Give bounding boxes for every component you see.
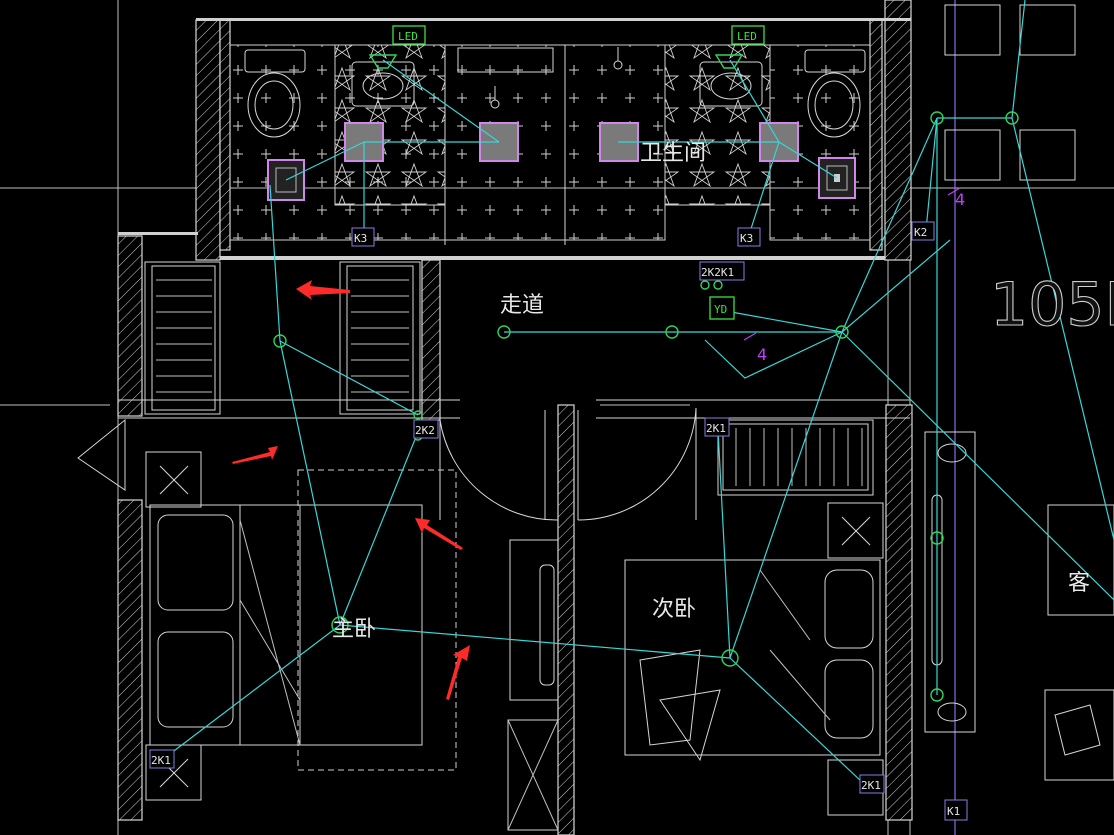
- toilet-right: [804, 49, 866, 138]
- tag-2k2k1-corridor: 2K2K1: [699, 261, 745, 281]
- led-label-right: LED: [731, 25, 765, 45]
- svg-text:2K1: 2K1: [151, 754, 171, 767]
- master-bed: [145, 451, 457, 801]
- lamps: [273, 54, 1019, 702]
- led-label-left: LED: [392, 25, 426, 45]
- annotation-arrows: [232, 280, 470, 700]
- wiring: [161, 0, 1114, 783]
- walls: [117, 0, 913, 835]
- unit-number: 105B: [990, 270, 1114, 340]
- svg-text:YD: YD: [714, 303, 727, 316]
- svg-text:K3: K3: [354, 232, 367, 245]
- wire-count-right: 4: [955, 190, 965, 209]
- arrow-icon: [232, 446, 278, 464]
- arrow-icon: [446, 645, 470, 700]
- svg-text:LED: LED: [398, 30, 418, 43]
- wardrobes: [144, 261, 874, 496]
- tag-k3-right: K3: [737, 227, 761, 247]
- room-label-second-bedroom: 次卧: [652, 597, 696, 622]
- tag-2k2-door: 2K2: [413, 419, 439, 439]
- tag-2k1-second-bed-bottom: 2K1: [859, 774, 885, 794]
- svg-text:K1: K1: [947, 805, 960, 818]
- yd-label: YD: [709, 296, 735, 320]
- wire-count-corridor: 4: [757, 345, 767, 364]
- tag-k1-bottom-right: K1: [944, 799, 968, 821]
- svg-text:K2: K2: [914, 226, 927, 239]
- arrow-icon: [415, 518, 463, 550]
- svg-text:2K2: 2K2: [415, 424, 435, 437]
- doors: [77, 399, 910, 521]
- second-bed: [624, 502, 884, 816]
- room-label-living-room: 客: [1068, 571, 1090, 596]
- svg-text:LED: LED: [737, 30, 757, 43]
- svg-text:2K1: 2K1: [706, 422, 726, 435]
- tag-2k1-second-bed-top: 2K1: [704, 417, 730, 437]
- svg-text:K3: K3: [740, 232, 753, 245]
- sinks: [351, 47, 763, 109]
- tag-2k1-bottom-left: 2K1: [149, 749, 175, 769]
- tag-k2-right: K2: [911, 221, 935, 241]
- room-label-corridor: 走道: [500, 293, 544, 318]
- bathroom-floors: [229, 44, 871, 245]
- room-label-bathroom: 卫生间: [640, 141, 706, 166]
- tag-k3-left: K3: [351, 227, 375, 247]
- room-label-master-bedroom: 主卧: [332, 617, 376, 642]
- svg-text:2K1: 2K1: [861, 779, 881, 792]
- toilet-left: [244, 49, 306, 138]
- svg-text:2K2K1: 2K2K1: [701, 266, 734, 279]
- arrow-icon: [296, 280, 350, 300]
